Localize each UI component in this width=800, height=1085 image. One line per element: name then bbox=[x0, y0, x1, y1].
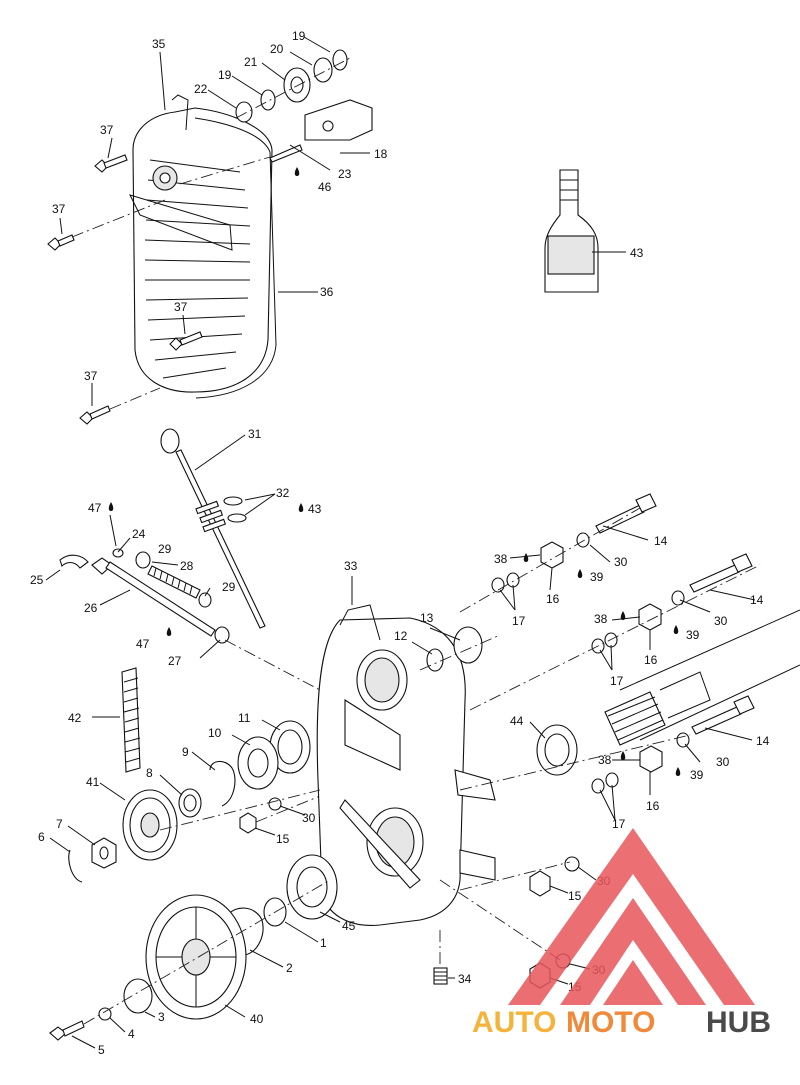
bolt-14-a bbox=[595, 493, 657, 534]
callout-13: 13 bbox=[420, 611, 434, 625]
callout-30c: 30 bbox=[716, 755, 730, 769]
watermark-logo bbox=[508, 828, 755, 1005]
callout-25: 25 bbox=[30, 573, 44, 587]
callout-39c: 39 bbox=[690, 768, 704, 782]
callout-41: 41 bbox=[86, 775, 100, 789]
nut-7 bbox=[91, 837, 117, 869]
callout-6: 6 bbox=[38, 830, 45, 844]
watermark-moto: MOTO bbox=[566, 1006, 655, 1039]
bolt-5 bbox=[49, 1020, 85, 1041]
callout-22: 22 bbox=[194, 82, 208, 96]
callout-19b: 19 bbox=[218, 68, 232, 82]
callout-43a: 43 bbox=[630, 246, 644, 260]
chaincase-cover bbox=[129, 94, 277, 399]
callout-31: 31 bbox=[248, 427, 262, 441]
oil-drop-icons bbox=[108, 167, 681, 776]
callout-29b: 29 bbox=[222, 580, 236, 594]
dipstick bbox=[160, 428, 266, 629]
callout-37c: 37 bbox=[174, 300, 188, 314]
callout-15a: 15 bbox=[276, 832, 290, 846]
callout-37d: 37 bbox=[84, 369, 98, 383]
callout-12: 12 bbox=[394, 629, 408, 643]
callout-7: 7 bbox=[56, 817, 63, 831]
callout-9: 9 bbox=[182, 745, 189, 759]
callout-1: 1 bbox=[320, 936, 327, 950]
callout-23: 23 bbox=[338, 167, 352, 181]
callout-47a: 47 bbox=[88, 501, 102, 515]
bolt-37-c bbox=[169, 331, 203, 351]
callout-19a: 19 bbox=[292, 29, 306, 43]
callout-30a: 30 bbox=[614, 555, 628, 569]
callout-16c: 16 bbox=[646, 799, 660, 813]
callout-17a: 17 bbox=[512, 614, 526, 628]
sprocket-upper bbox=[122, 789, 178, 861]
callout-16a: 16 bbox=[546, 592, 560, 606]
callout-28: 28 bbox=[180, 559, 194, 573]
callout-30d: 30 bbox=[302, 811, 316, 825]
callout-26: 26 bbox=[84, 601, 98, 615]
callout-45: 45 bbox=[342, 919, 356, 933]
drive-shaft bbox=[604, 609, 800, 746]
callout-29a: 29 bbox=[158, 542, 172, 556]
callout-16b: 16 bbox=[644, 653, 658, 667]
bolt-14-c bbox=[691, 695, 755, 735]
callout-40: 40 bbox=[250, 1012, 264, 1026]
bolt-37-a bbox=[94, 154, 128, 173]
bearing-stack bbox=[179, 49, 373, 185]
callout-27: 27 bbox=[168, 654, 182, 668]
callout-14b: 14 bbox=[750, 593, 764, 607]
bearing-set-upper bbox=[178, 720, 311, 818]
callout-35: 35 bbox=[152, 37, 166, 51]
callout-33: 33 bbox=[344, 559, 358, 573]
bolt-37-b bbox=[47, 234, 75, 251]
callout-24: 24 bbox=[132, 527, 146, 541]
watermark-text: AUTO MOTO HUB bbox=[472, 1006, 771, 1039]
callout-15b: 15 bbox=[568, 889, 582, 903]
callout-5: 5 bbox=[98, 1043, 105, 1057]
sprocket-lower bbox=[145, 894, 247, 1020]
oil-bottle bbox=[544, 169, 599, 293]
callout-18: 18 bbox=[374, 147, 388, 161]
callout-14c: 14 bbox=[756, 734, 770, 748]
callout-46: 46 bbox=[318, 180, 332, 194]
callout-8: 8 bbox=[146, 766, 153, 780]
callout-37a: 37 bbox=[100, 123, 114, 137]
callout-20: 20 bbox=[270, 42, 284, 56]
chaincase-housing bbox=[316, 604, 496, 926]
leader-lines bbox=[45, 36, 756, 1049]
callout-17c: 17 bbox=[612, 817, 626, 831]
callout-14a: 14 bbox=[654, 534, 668, 548]
drive-chain bbox=[121, 667, 141, 773]
callout-4: 4 bbox=[128, 1027, 135, 1041]
callout-11: 11 bbox=[238, 711, 251, 725]
bolt-37-d bbox=[79, 405, 111, 425]
callout-10: 10 bbox=[208, 726, 222, 740]
plug-34 bbox=[433, 967, 448, 985]
callout-38b: 38 bbox=[594, 612, 608, 626]
watermark-hub: HUB bbox=[706, 1006, 771, 1039]
callout-42: 42 bbox=[68, 711, 82, 725]
bolt-26-assembly bbox=[59, 548, 230, 644]
callout-39b: 39 bbox=[686, 628, 700, 642]
callout-39a: 39 bbox=[590, 570, 604, 584]
callout-34: 34 bbox=[458, 972, 472, 986]
callout-47b: 47 bbox=[136, 637, 150, 651]
bolt-14-b bbox=[689, 553, 753, 593]
callout-44: 44 bbox=[510, 714, 524, 728]
watermark-auto: AUTO bbox=[472, 1006, 556, 1039]
callout-37b: 37 bbox=[52, 202, 66, 216]
callout-38a: 38 bbox=[494, 552, 508, 566]
callout-21: 21 bbox=[244, 55, 258, 69]
callout-36: 36 bbox=[320, 285, 334, 299]
callout-3: 3 bbox=[158, 1010, 165, 1024]
callout-32: 32 bbox=[276, 486, 290, 500]
callout-30b: 30 bbox=[714, 614, 728, 628]
callout-2: 2 bbox=[286, 961, 293, 975]
callout-43b: 43 bbox=[308, 502, 322, 516]
callout-17b: 17 bbox=[610, 674, 624, 688]
callout-38c: 38 bbox=[598, 753, 612, 767]
